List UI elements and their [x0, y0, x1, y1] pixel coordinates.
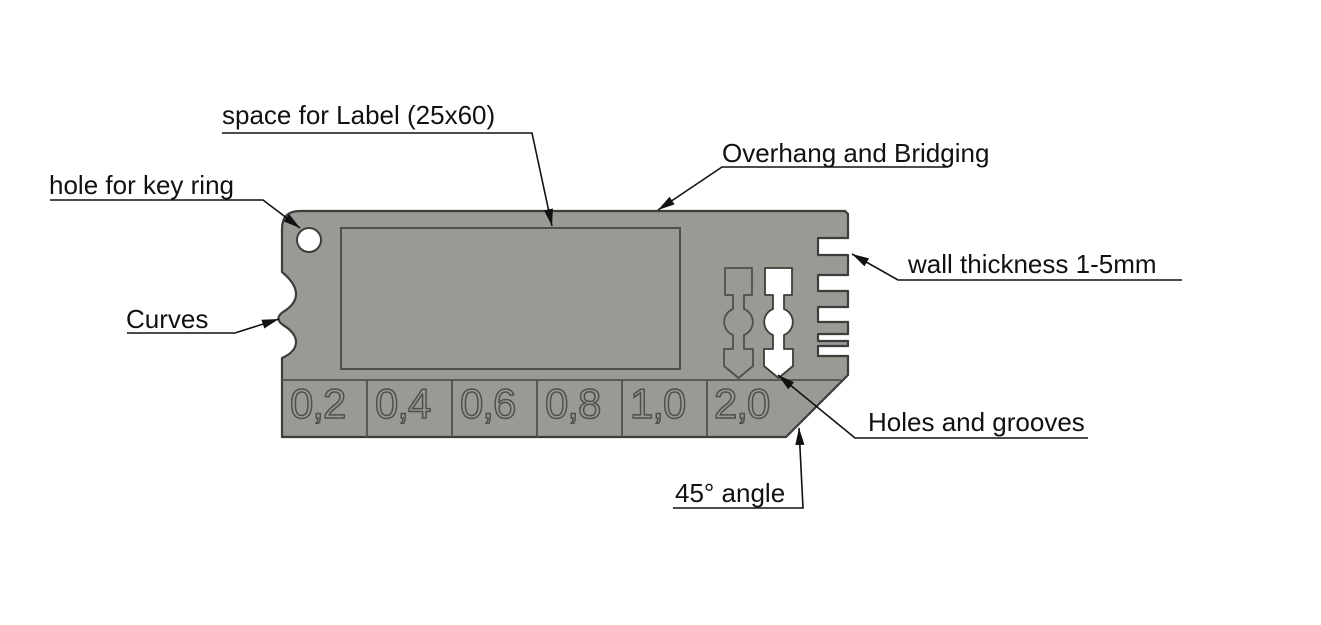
layer-height-value: 0,4 [375, 380, 431, 427]
leader-curves [127, 318, 280, 334]
layer-height-value: 0,8 [545, 380, 600, 427]
label-recess [340, 227, 681, 370]
keyring-hole [296, 227, 322, 253]
leader-wall-thickness [851, 253, 1182, 281]
groove-chain-engraved [723, 267, 754, 379]
layer-height-value: 0,2 [290, 380, 345, 427]
leader-hole-for-key-ring [50, 199, 301, 229]
leader-holes-and-grooves [777, 374, 1088, 439]
layer-height-value: 0,6 [460, 380, 515, 427]
annotation-overhang-bridging: Overhang and Bridging [722, 138, 990, 168]
annotation-45-angle: 45° angle [675, 478, 786, 508]
annotation-hole-for-key-ring: hole for key ring [49, 170, 234, 200]
annotation-holes-and-grooves: Holes and grooves [868, 407, 1085, 437]
annotation-space-for-label: space for Label (25x60) [222, 100, 496, 130]
layer-height-value: 2,0 [714, 380, 769, 427]
annotation-curves: Curves [126, 304, 209, 334]
layer-height-value: 1,0 [630, 380, 685, 427]
leader-45-angle [673, 427, 805, 509]
leader-space-for-label [222, 132, 553, 227]
leader-overhang-bridging [657, 166, 948, 211]
layer-row-dividers [366, 380, 708, 437]
hole-chain-cutout [763, 267, 794, 379]
annotation-wall-thickness: wall thickness 1-5mm [908, 249, 1157, 279]
